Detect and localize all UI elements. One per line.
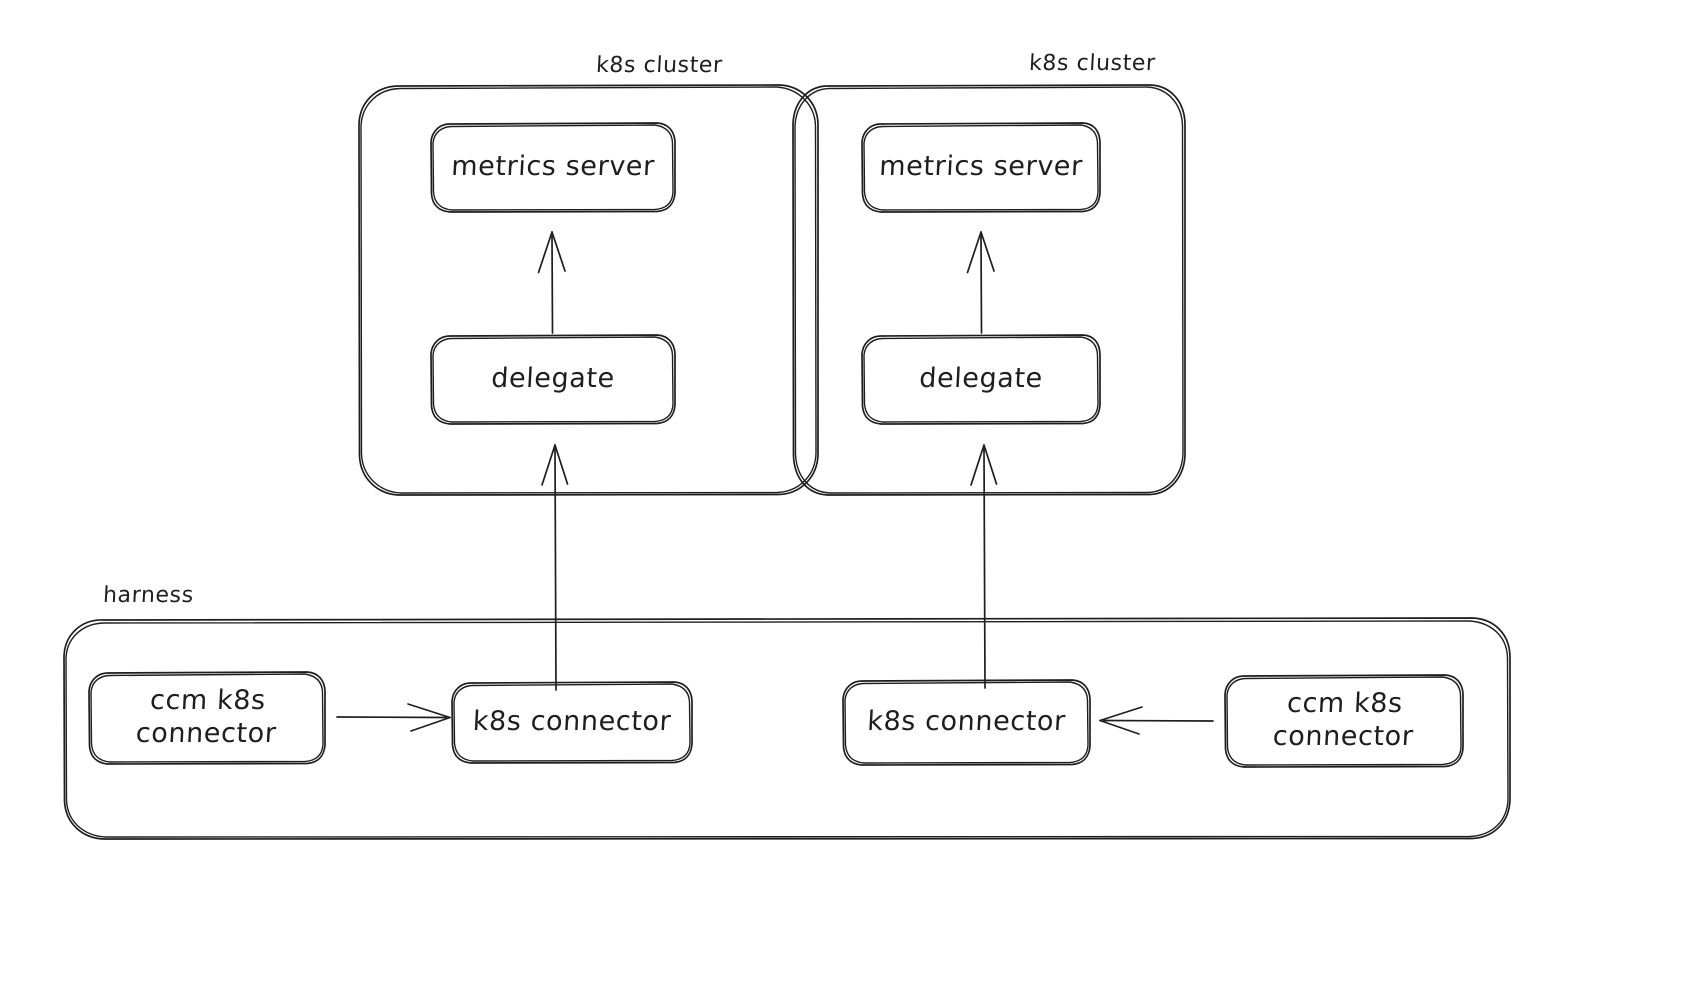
cluster-right-outline <box>792 84 1186 496</box>
k8s-connector-left-label: k8s connector <box>471 706 673 738</box>
k8s-connector-left-box[interactable] <box>451 681 693 764</box>
edge-k8s-connector-right-to-delegate-right <box>970 444 998 689</box>
k8s-connector-right-box[interactable] <box>842 679 1091 766</box>
metrics-server-left-label: metrics server <box>450 151 656 183</box>
cluster-left-outline <box>358 84 819 496</box>
ccm-k8s-connector-right-box[interactable] <box>1224 674 1464 768</box>
edge-k8s-connector-left-to-delegate-left <box>541 444 569 691</box>
delegate-left-box[interactable] <box>430 334 676 425</box>
k8s-connector-right-label: k8s connector <box>866 706 1067 738</box>
ccm-k8s-connector-right-label: ccm k8s connector <box>1272 688 1415 752</box>
delegate-right-box[interactable] <box>861 334 1101 425</box>
cluster-left-label: k8s cluster <box>595 53 724 78</box>
edge-ccm-left-to-k8s-connector-left <box>336 703 451 732</box>
delegate-right-label: delegate <box>918 363 1044 395</box>
harness-label: harness <box>102 583 195 608</box>
edge-ccm-right-to-k8s-connector-right <box>1099 706 1214 735</box>
ccm-k8s-connector-left-label: ccm k8s connector <box>135 685 278 749</box>
ccm-k8s-connector-left-box[interactable] <box>88 671 326 765</box>
harness-outline <box>63 617 1511 840</box>
metrics-server-right-label: metrics server <box>878 151 1084 183</box>
edge-delegate-left-to-metrics-server-left <box>537 231 566 334</box>
cluster-right-label: k8s cluster <box>1028 51 1157 76</box>
edge-delegate-right-to-metrics-server-right <box>966 231 995 334</box>
delegate-left-label: delegate <box>490 363 616 395</box>
metrics-server-left-box[interactable] <box>430 122 676 213</box>
metrics-server-right-box[interactable] <box>861 122 1101 213</box>
